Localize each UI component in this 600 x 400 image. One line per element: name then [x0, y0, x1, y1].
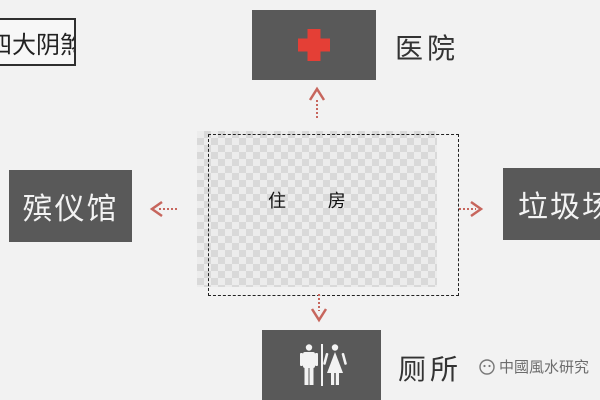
house-label: 住 房 [268, 191, 364, 212]
house-dashed-border [208, 134, 459, 296]
hospital-box [252, 10, 376, 80]
diagram-title: 四大阴煞 [0, 30, 74, 59]
arrow-right-icon [459, 200, 484, 218]
funeral-home-label: 殡仪馆 [22, 192, 119, 227]
garbage-label: 垃圾场 [518, 190, 600, 225]
arrow-down-icon [310, 294, 328, 323]
watermark: 中國風水研究 [478, 356, 600, 377]
title-box: 四大阴煞 [0, 18, 76, 66]
restroom-icon [299, 344, 347, 386]
wechat-logo-icon [479, 358, 495, 375]
arrow-left-icon [149, 200, 177, 218]
arrow-up-icon [308, 86, 326, 118]
house-area [197, 131, 437, 287]
funeral-home-box: 殡仪馆 [9, 170, 132, 242]
garbage-box: 垃圾场 [503, 168, 600, 240]
toilet-label: 厕所 [398, 353, 463, 386]
watermark-text: 中國風水研究 [499, 358, 590, 376]
divider-line [320, 344, 323, 386]
man-icon [299, 344, 318, 385]
hospital-label: 医院 [395, 32, 460, 65]
toilet-box [262, 330, 381, 400]
red-cross-icon [298, 29, 330, 61]
woman-icon [322, 344, 347, 385]
